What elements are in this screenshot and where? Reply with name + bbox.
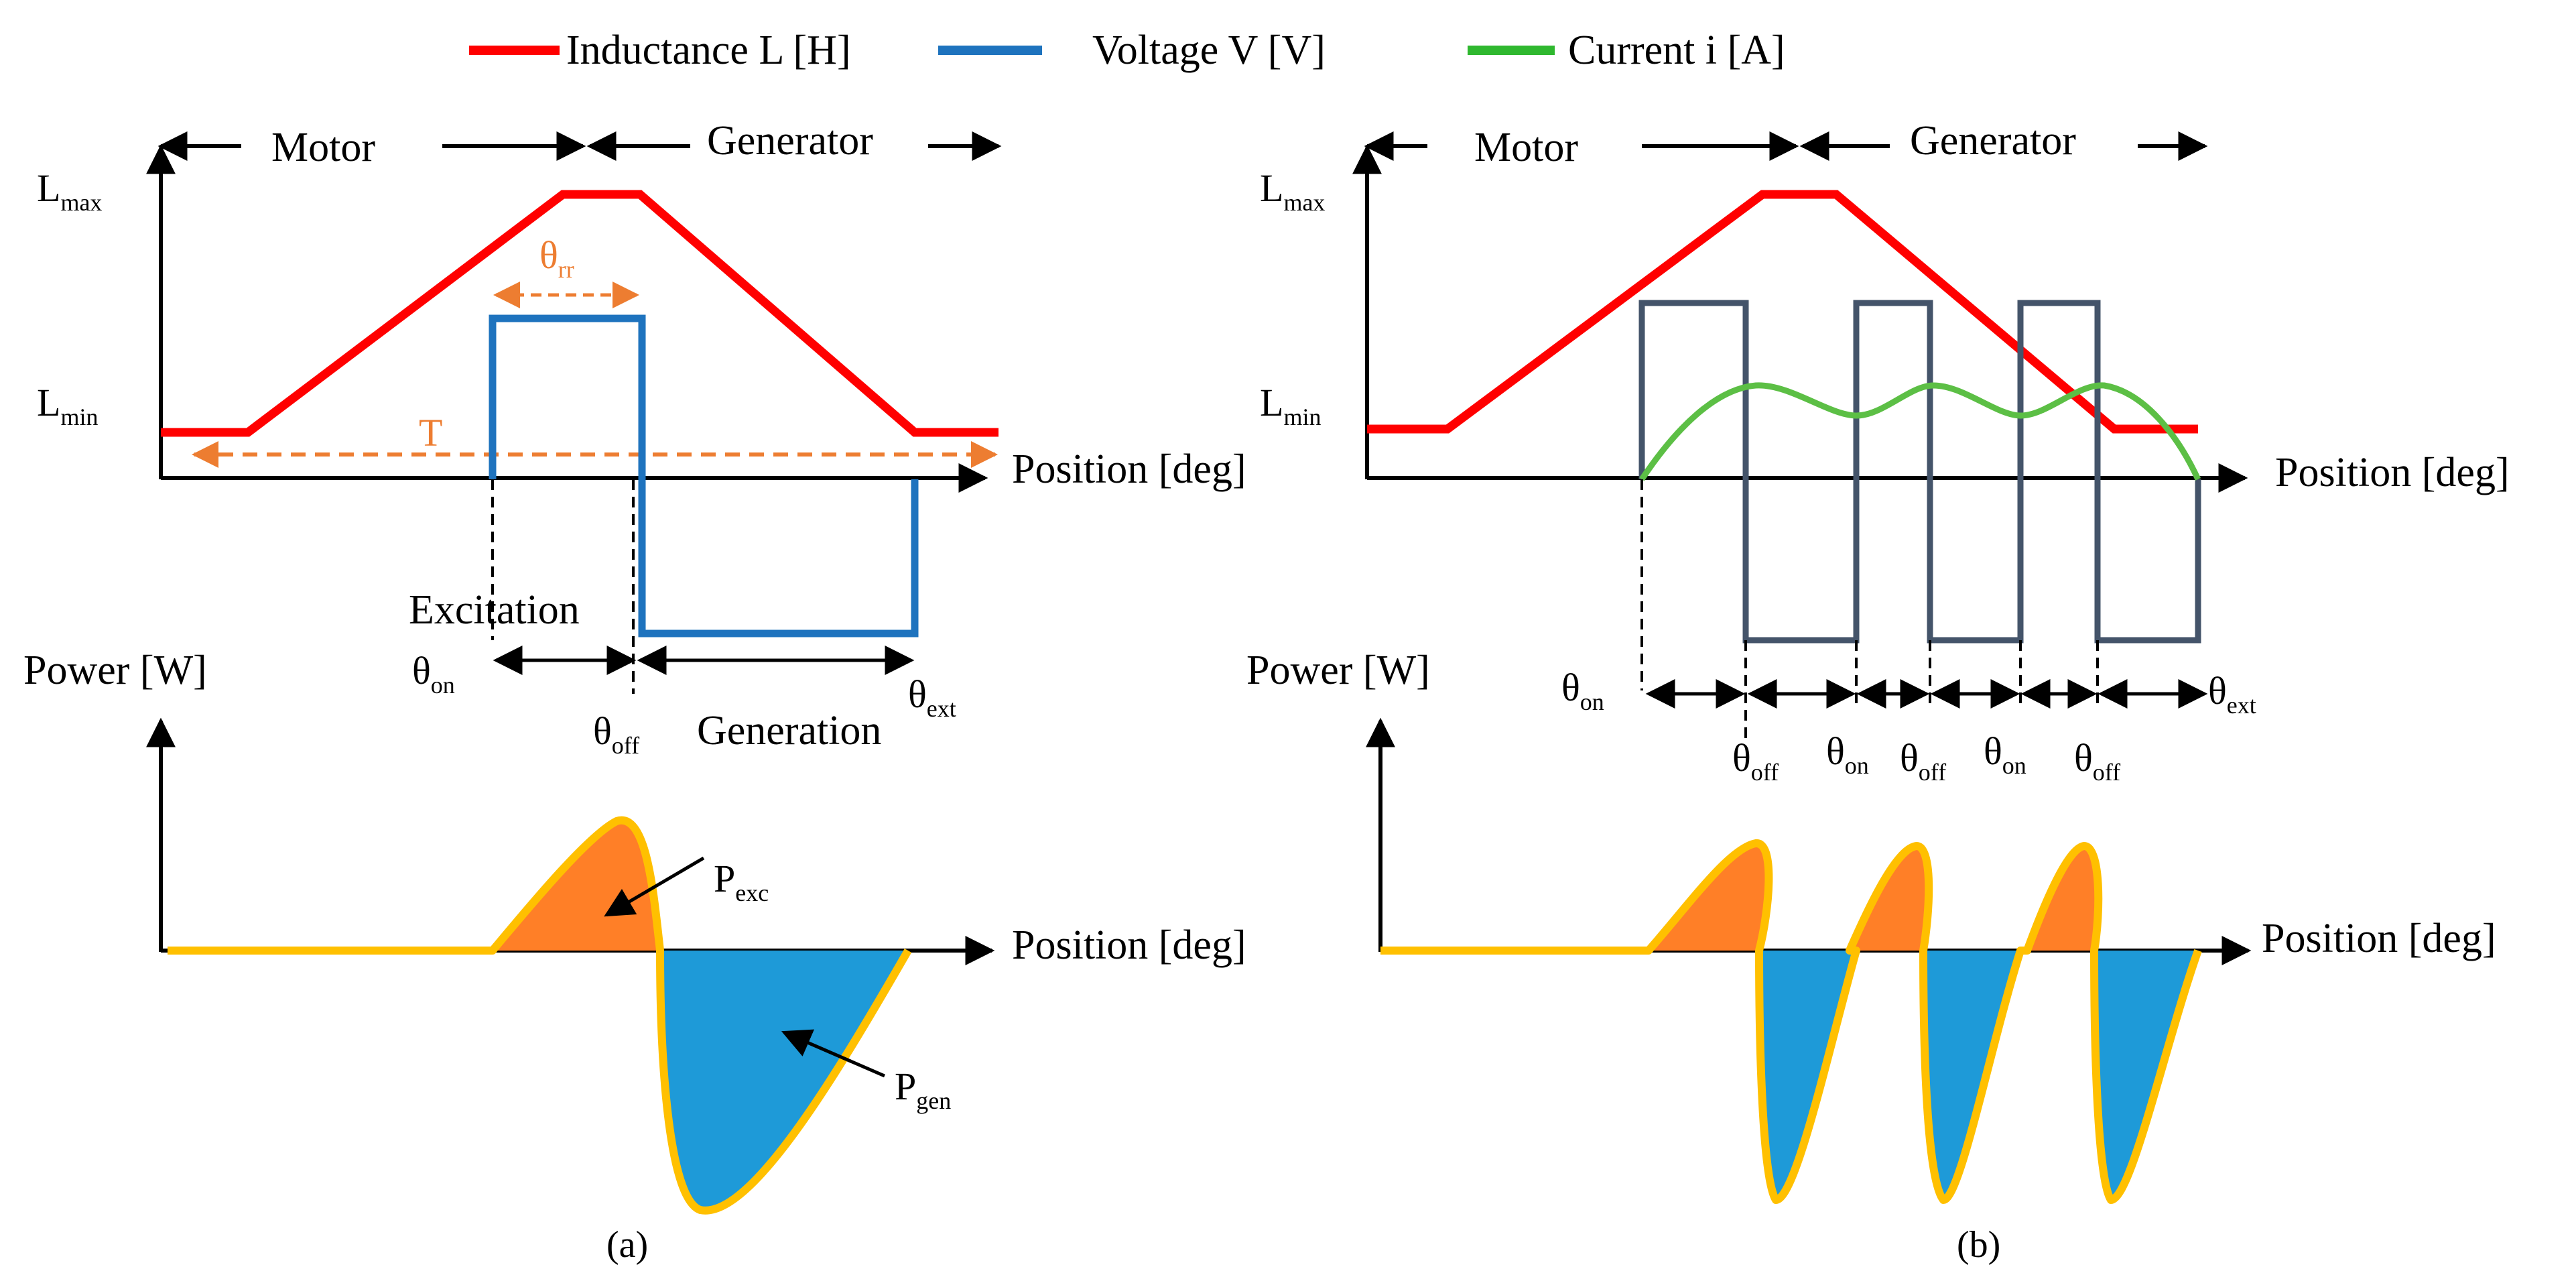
b-theta-on-label-2: θon [1826,729,1869,779]
legend-item-current: Current i [A] [1468,27,1785,73]
b-power-exc-lobe-3 [2027,846,2099,951]
b-y-label-lmin: Lmin [1260,381,1321,430]
legend-label-voltage: Voltage V [V] [1092,27,1326,73]
y-label-lmax: Lmax [37,166,102,216]
panel-a: Motor Generator Position [deg] Lmax Lmin… [23,118,1246,1266]
theta-off-label: θoff [593,709,639,759]
legend-item-voltage: Voltage V [V] [938,27,1326,73]
b-y-label-lmax: Lmax [1260,166,1325,216]
b-theta-off-label-1: θoff [1732,736,1779,786]
b-voltage-waveform [1638,300,2201,644]
b-theta-on-label-3: θon [1984,729,2026,779]
p-exc-label: Pexc [714,857,769,906]
legend: Inductance L [H] Voltage V [V] Current i… [469,27,1785,73]
p-gen-pointer [781,1029,885,1078]
b-power-x-axis-label: Position [deg] [2262,916,2496,961]
x-axis-label: Position [deg] [1012,446,1246,492]
power-axis-label: Power [W] [23,648,207,693]
theta-ext-label: θext [908,672,956,722]
b-inductance-profile [1367,190,2198,434]
b-region-motor-label: Motor [1474,125,1578,170]
power-excitation-lobe [493,820,660,951]
b-current-waveform [1639,382,2201,481]
b-power-exc-lobe-2 [1850,846,1929,951]
y-label-lmin: Lmin [37,381,98,430]
region-generator-label: Generator [707,118,873,164]
b-power-gen-lobe-3 [2094,951,2198,1200]
b-power-outline [1380,839,2202,1204]
power-x-axis-label: Position [deg] [1012,922,1246,968]
caption-a: (a) [606,1224,648,1266]
legend-label-current: Current i [A] [1568,27,1785,73]
b-power-gen-lobe-2 [1923,951,2020,1200]
b-theta-ext-label: θext [2208,669,2256,719]
inductance-profile [161,190,999,437]
power-outline [168,816,912,1215]
b-theta-off-label-3: θoff [2074,736,2120,786]
b-power-gen-lobe-1 [1759,951,1856,1200]
period-label: T [419,411,442,454]
excitation-label: Excitation [409,587,580,633]
caption-b: (b) [1957,1224,2000,1266]
power-generation-lobe [660,951,908,1211]
generation-label: Generation [697,708,881,753]
voltage-waveform [489,314,919,638]
legend-item-inductance: Inductance L [H] [469,27,851,73]
b-theta-off-label-2: θoff [1900,736,1946,786]
p-exc-pointer [604,856,705,917]
theta-rr-label: θrr [539,233,574,283]
b-power-exc-lobe-1 [1649,843,1769,951]
region-motor-label: Motor [271,125,375,170]
legend-label-inductance: Inductance L [H] [566,27,851,73]
panel-b: Motor Generator Position [deg] Lmax Lmin [1246,118,2510,1266]
b-theta-on-label-1: θon [1561,666,1604,715]
p-gen-label: Pgen [895,1065,951,1114]
b-region-generator-label: Generator [1910,118,2076,164]
theta-on-label: θon [412,649,455,699]
b-x-axis-label: Position [deg] [2275,450,2510,495]
b-power-axis-label: Power [W] [1246,648,1430,693]
